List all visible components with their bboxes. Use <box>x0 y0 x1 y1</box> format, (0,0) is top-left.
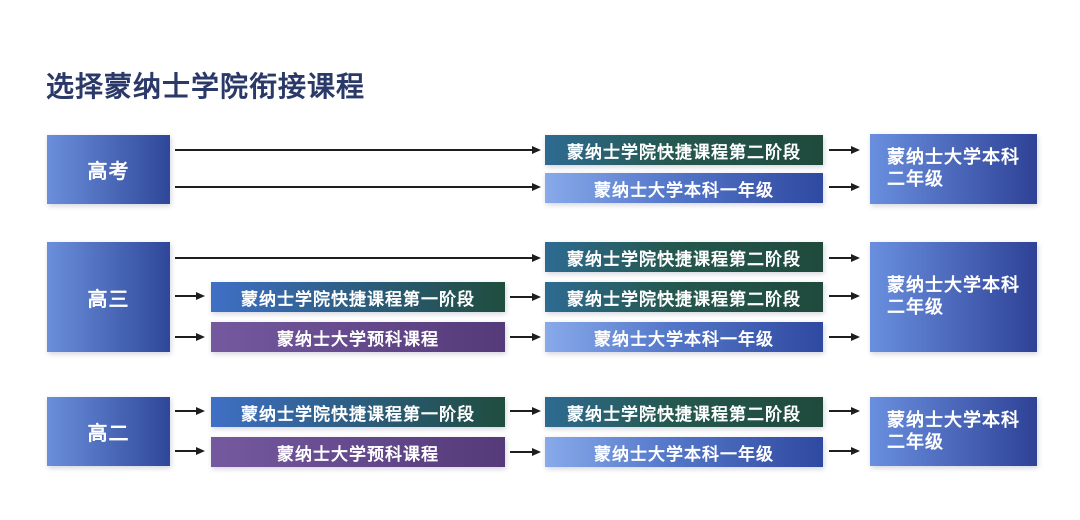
entry-label: 高二 <box>87 421 130 445</box>
flow-arrow <box>175 257 539 259</box>
destination-line-2: 二年级 <box>887 431 944 453</box>
flow-arrow <box>510 296 539 298</box>
flow-arrow <box>175 450 203 452</box>
destination-line-2: 二年级 <box>887 169 944 190</box>
diploma-stage-1-label: 蒙纳士学院快捷课程第一阶段 <box>241 404 475 425</box>
flow-arrow <box>829 336 858 338</box>
bachelor-year-2-box: 蒙纳士大学本科 二年级 <box>870 134 1037 204</box>
page-title: 选择蒙纳士学院衔接课程 <box>46 70 366 103</box>
destination-line-2: 二年级 <box>887 297 944 318</box>
diploma-stage-2-label: 蒙纳士学院快捷课程第二阶段 <box>567 249 801 270</box>
flow-arrow <box>829 257 858 259</box>
bachelor-year-1-box: 蒙纳士大学本科一年级 <box>545 173 823 203</box>
diploma-stage-2-box: 蒙纳士学院快捷课程第二阶段 <box>545 242 823 272</box>
destination-line-1: 蒙纳士大学本科 <box>887 275 1020 296</box>
diploma-stage-1-box: 蒙纳士学院快捷课程第一阶段 <box>211 397 505 427</box>
diploma-stage-1-label: 蒙纳士学院快捷课程第一阶段 <box>241 289 475 310</box>
foundation-program-box: 蒙纳士大学预科课程 <box>211 322 505 352</box>
diploma-stage-2-box: 蒙纳士学院快捷课程第二阶段 <box>545 282 823 312</box>
entry-box-senior-3: 高三 <box>47 242 170 352</box>
foundation-program-box: 蒙纳士大学预科课程 <box>211 437 505 467</box>
flow-arrow <box>829 295 858 297</box>
bachelor-year-2-box: 蒙纳士大学本科 二年级 <box>870 242 1037 352</box>
diploma-stage-1-box: 蒙纳士学院快捷课程第一阶段 <box>211 282 505 312</box>
flow-arrow <box>175 336 203 338</box>
flow-arrow <box>175 410 203 412</box>
entry-box-senior-2: 高二 <box>47 397 170 466</box>
diploma-stage-2-label: 蒙纳士学院快捷课程第二阶段 <box>567 404 801 425</box>
diploma-stage-2-label: 蒙纳士学院快捷课程第二阶段 <box>567 289 801 310</box>
bachelor-year-1-label: 蒙纳士大学本科一年级 <box>594 180 774 201</box>
destination-line-1: 蒙纳士大学本科 <box>887 409 1020 431</box>
flow-arrow <box>829 186 858 188</box>
flow-arrow <box>829 450 858 452</box>
flow-arrow <box>829 149 858 151</box>
bachelor-year-1-box: 蒙纳士大学本科一年级 <box>545 437 823 467</box>
entry-box-gaokao: 高考 <box>47 135 170 204</box>
bachelor-year-2-box: 蒙纳士大学本科 二年级 <box>870 397 1037 466</box>
bachelor-year-1-box: 蒙纳士大学本科一年级 <box>545 322 823 352</box>
diploma-stage-2-box: 蒙纳士学院快捷课程第二阶段 <box>545 135 823 165</box>
flow-arrow <box>829 410 858 412</box>
foundation-program-label: 蒙纳士大学预科课程 <box>277 444 439 465</box>
flow-arrow <box>510 451 539 453</box>
destination-line-1: 蒙纳士大学本科 <box>887 147 1020 168</box>
bachelor-year-1-label: 蒙纳士大学本科一年级 <box>594 444 774 465</box>
bachelor-year-1-label: 蒙纳士大学本科一年级 <box>594 329 774 350</box>
entry-label: 高三 <box>87 286 130 311</box>
flow-arrow <box>175 186 539 188</box>
diploma-stage-2-label: 蒙纳士学院快捷课程第二阶段 <box>567 142 801 163</box>
diploma-stage-2-box: 蒙纳士学院快捷课程第二阶段 <box>545 397 823 427</box>
flow-arrow <box>510 410 539 412</box>
entry-label: 高考 <box>87 159 130 183</box>
flow-arrow <box>175 295 203 297</box>
flow-arrow <box>510 336 539 338</box>
foundation-program-label: 蒙纳士大学预科课程 <box>277 329 439 350</box>
flow-arrow <box>175 149 539 151</box>
